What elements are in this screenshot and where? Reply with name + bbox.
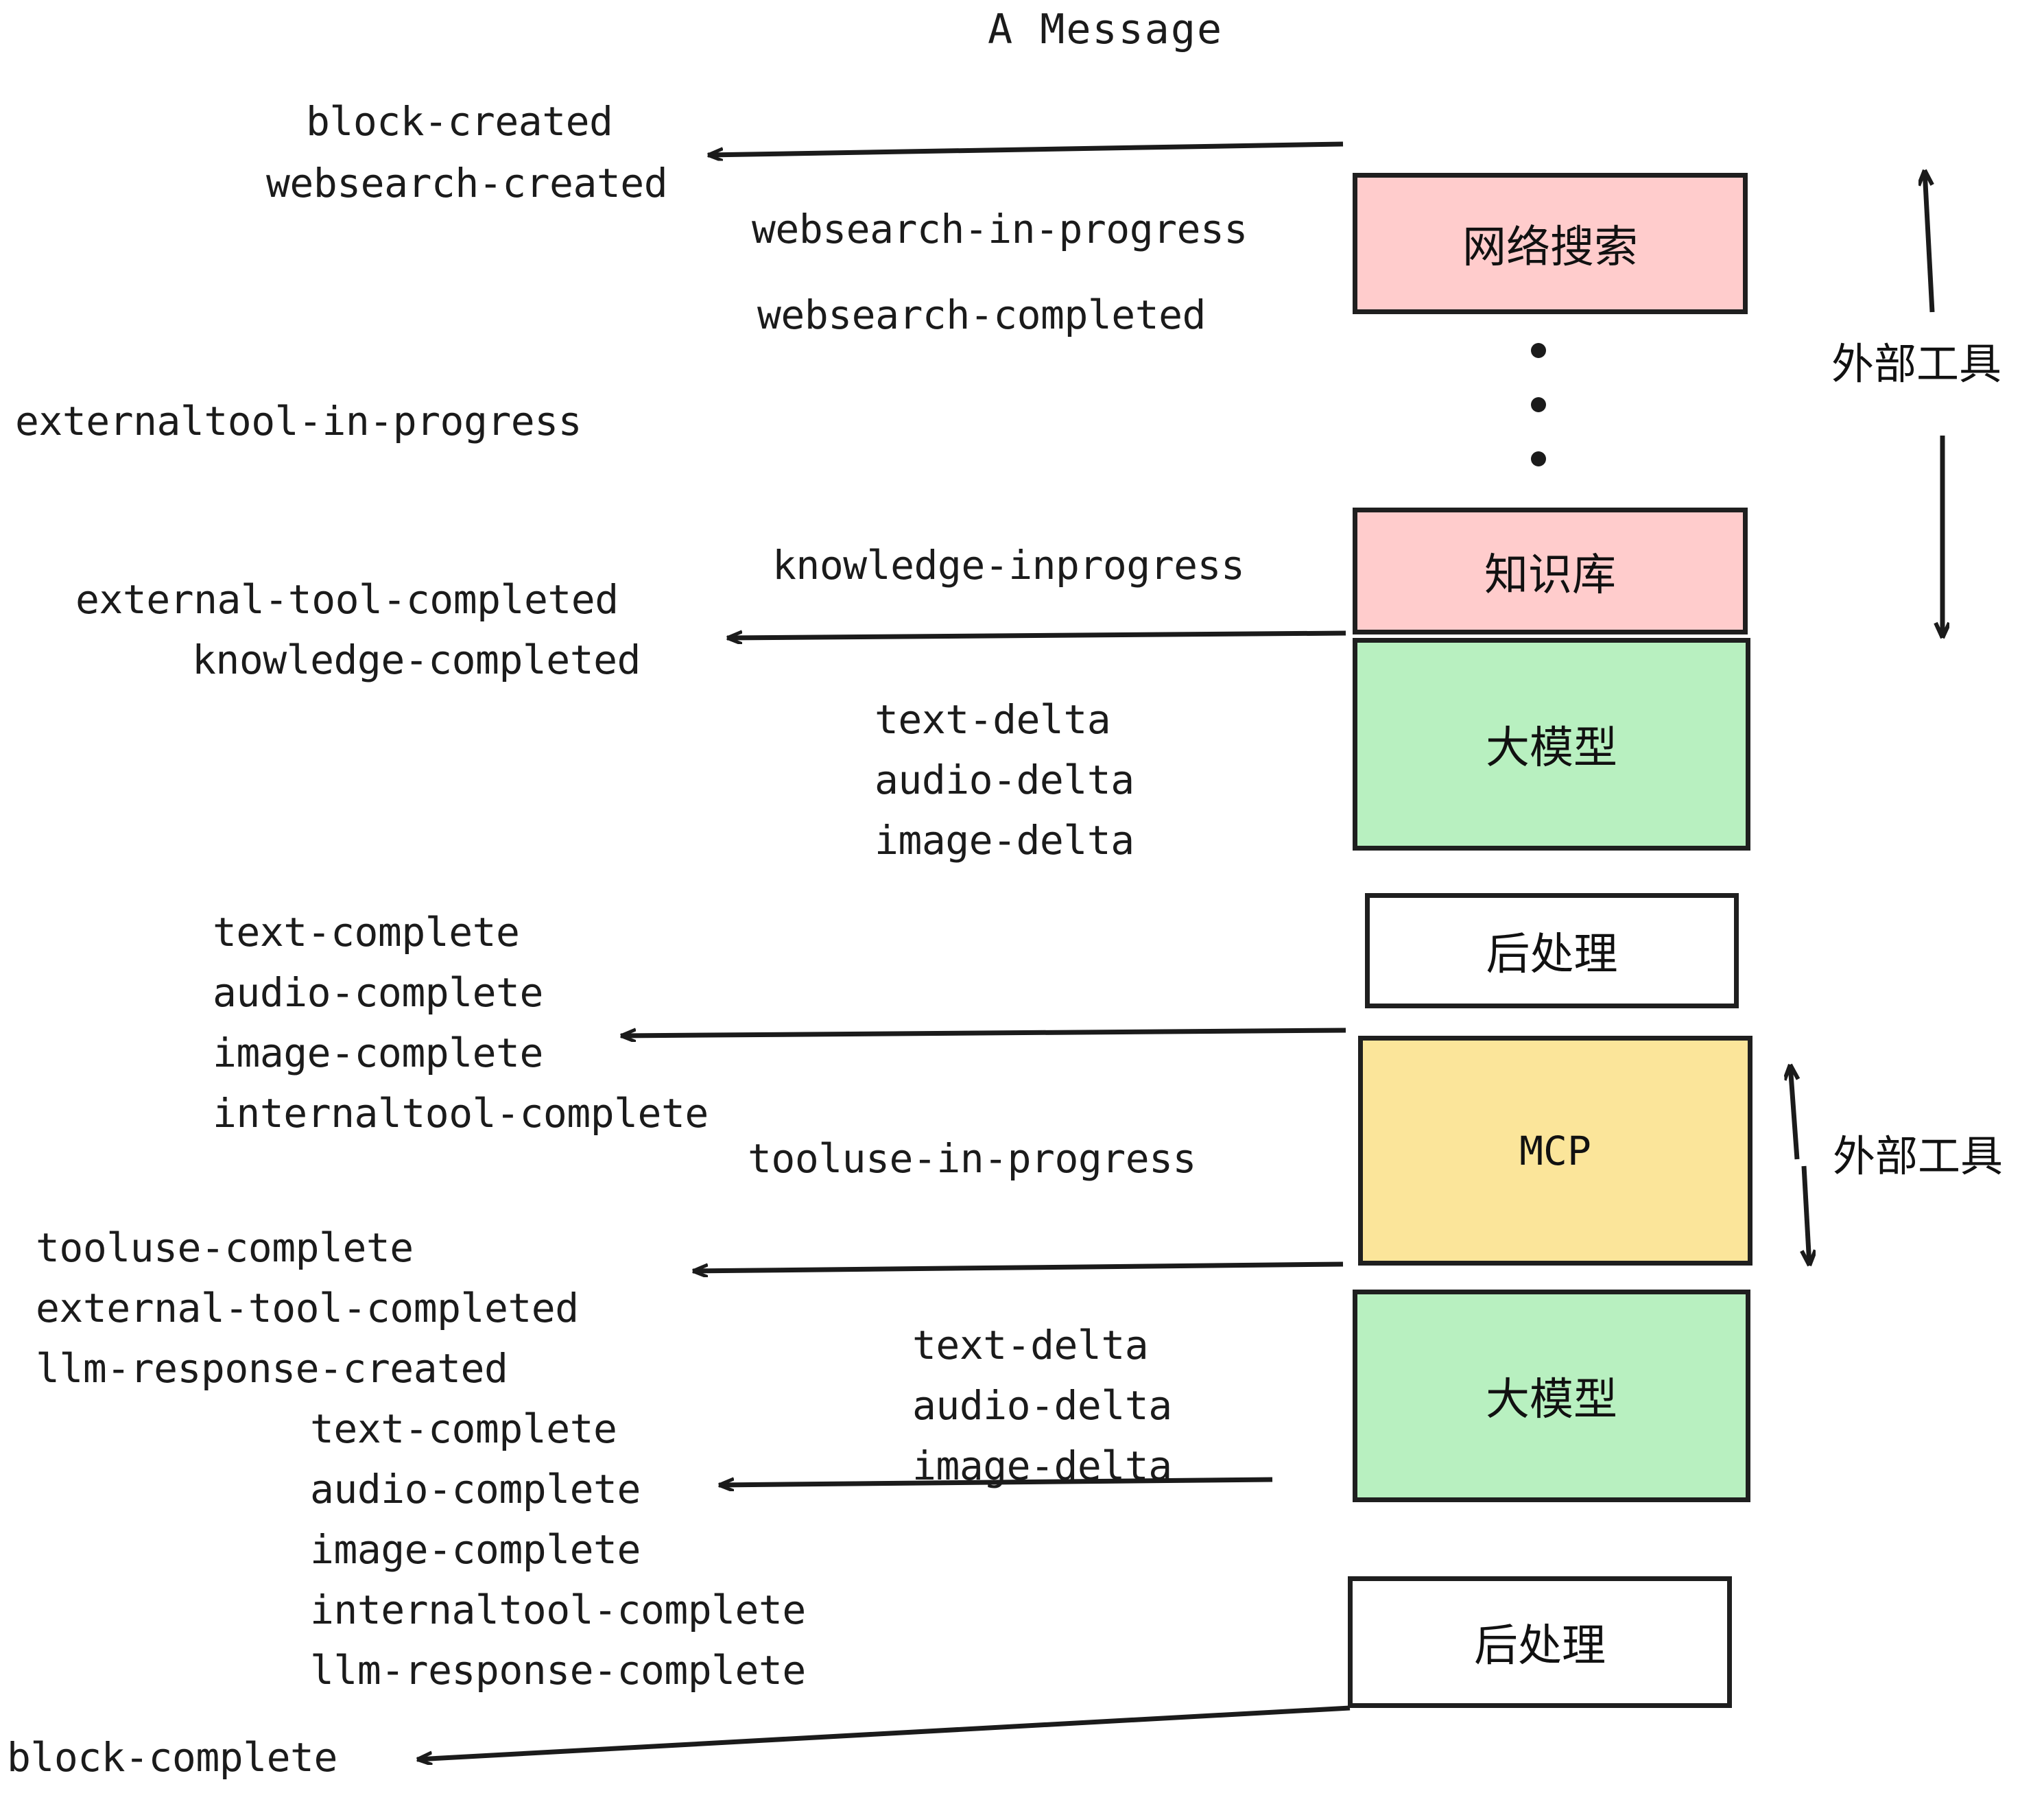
node-postprocess-bottom[interactable]: 后处理 — [1348, 1576, 1732, 1708]
event-block-created: block-created — [306, 98, 613, 145]
arrow-mcp-to-events — [693, 1261, 1344, 1271]
event-text-delta-2: text-delta — [912, 1322, 1149, 1368]
event-text-complete-1: text-complete — [213, 909, 520, 956]
node-knowledge[interactable]: 知识库 — [1353, 508, 1748, 634]
event-external-tool-completed-1: external-tool-completed — [75, 576, 619, 623]
node-llm-top[interactable]: 大模型 — [1353, 638, 1750, 851]
node-llm-bottom[interactable]: 大模型 — [1353, 1290, 1750, 1502]
node-llm-top-label: 大模型 — [1486, 723, 1617, 774]
event-image-complete-1: image-complete — [213, 1030, 543, 1076]
node-postprocess-top[interactable]: 后处理 — [1365, 893, 1739, 1008]
event-audio-complete-2: audio-complete — [310, 1466, 641, 1512]
node-mcp[interactable]: MCP — [1358, 1036, 1752, 1266]
event-knowledge-inprogress: knowledge-inprogress — [772, 542, 1245, 589]
event-internaltool-complete-1: internaltool-complete — [213, 1090, 709, 1137]
event-audio-delta-2: audio-delta — [912, 1382, 1172, 1429]
arrow-external-tool-lower-up — [1790, 1065, 1797, 1160]
event-knowledge-completed: knowledge-completed — [192, 637, 641, 683]
event-llm-response-created: llm-response-created — [36, 1345, 508, 1392]
dot-2 — [1531, 397, 1546, 412]
event-block-complete: block-complete — [7, 1734, 337, 1781]
event-audio-delta-1: audio-delta — [875, 757, 1134, 803]
arrow-external-tool-upper-up — [1925, 170, 1935, 313]
node-postprocess-top-label: 后处理 — [1486, 929, 1618, 980]
node-knowledge-label: 知识库 — [1484, 549, 1616, 601]
arrow-websearch-to-events — [708, 141, 1344, 155]
arrow-postprocess-bottom-to-events — [417, 1705, 1351, 1759]
event-llm-response-complete: llm-response-complete — [310, 1647, 806, 1694]
node-websearch-label: 网络搜索 — [1462, 222, 1638, 273]
dot-3 — [1531, 451, 1546, 466]
event-image-complete-2: image-complete — [310, 1526, 641, 1573]
arrow-external-tool-lower-down — [1804, 1165, 1809, 1266]
event-external-tool-completed-2: external-tool-completed — [36, 1285, 579, 1331]
dot-1 — [1531, 343, 1546, 358]
node-websearch[interactable]: 网络搜索 — [1353, 173, 1748, 314]
event-image-delta-2: image-delta — [912, 1443, 1172, 1489]
arrow-postprocess-top-to-events — [621, 1028, 1346, 1036]
event-tooluse-complete: tooluse-complete — [36, 1224, 414, 1271]
page-title: A Message — [988, 5, 1224, 54]
event-audio-complete-1: audio-complete — [213, 969, 543, 1016]
node-mcp-label: MCP — [1519, 1127, 1591, 1174]
event-externaltool-in-progress: externaltool-in-progress — [15, 398, 582, 444]
event-websearch-created: websearch-created — [266, 160, 668, 206]
node-llm-bottom-label: 大模型 — [1486, 1375, 1617, 1425]
side-label-external-tool-lower: 外部工具 — [1833, 1131, 2004, 1181]
side-label-external-tool-upper: 外部工具 — [1831, 339, 2002, 389]
event-tooluse-in-progress: tooluse-in-progress — [748, 1135, 1196, 1182]
event-text-delta-1: text-delta — [875, 696, 1111, 743]
event-text-complete-2: text-complete — [310, 1405, 617, 1452]
node-postprocess-bottom-label: 后处理 — [1474, 1621, 1606, 1672]
ellipsis-dots — [1530, 343, 1547, 466]
event-websearch-in-progress: websearch-in-progress — [752, 206, 1248, 252]
event-websearch-completed: websearch-completed — [757, 292, 1206, 338]
event-image-delta-1: image-delta — [875, 817, 1134, 864]
arrow-knowledge-to-events — [727, 633, 1346, 638]
event-internaltool-complete-2: internaltool-complete — [310, 1587, 806, 1633]
